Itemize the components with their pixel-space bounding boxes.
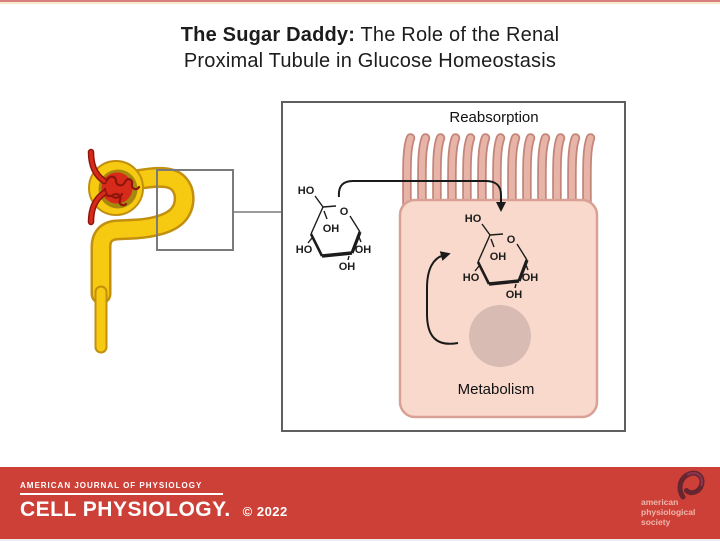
chem-label-ho: HO bbox=[296, 244, 313, 256]
aps-logo-icon bbox=[677, 470, 705, 500]
nephron-illustration bbox=[87, 148, 290, 354]
chem-label-o: O bbox=[340, 206, 349, 218]
inset-panel: Reabsorption bbox=[281, 101, 626, 432]
journal-series-label: AMERICAN JOURNAL OF PHYSIOLOGY bbox=[20, 481, 203, 490]
copyright-label: © 2022 bbox=[242, 504, 288, 519]
chem-label-ho: HO bbox=[298, 185, 315, 197]
reabsorption-arrow bbox=[337, 180, 506, 212]
metabolism-label: Metabolism bbox=[458, 381, 535, 398]
journal-title: CELL PHYSIOLOGY. bbox=[20, 498, 231, 521]
proximal-tubule bbox=[90, 166, 195, 354]
aps-society-line3: society bbox=[641, 517, 671, 527]
title-bold: The Sugar Daddy: bbox=[180, 24, 356, 46]
title-line2: Proximal Tubule in Glucose Homeostasis bbox=[183, 50, 557, 72]
chem-label-oh: OH bbox=[355, 244, 372, 256]
zoom-selection-box bbox=[156, 169, 234, 251]
banner-rule bbox=[20, 493, 223, 495]
title-regular: The Role of the Renal bbox=[355, 24, 560, 46]
nucleus bbox=[469, 305, 531, 367]
arterioles bbox=[87, 148, 108, 226]
title-line1: The Sugar Daddy: The Role of the Renal bbox=[10, 22, 720, 48]
bottom-edge-strip bbox=[0, 539, 720, 541]
reabsorption-label: Reabsorption bbox=[449, 109, 538, 126]
journal-banner: AMERICAN JOURNAL OF PHYSIOLOGY CELL PHYS… bbox=[0, 467, 720, 539]
figure-title: The Sugar Daddy: The Role of the Renal P… bbox=[10, 22, 720, 74]
glucose-molecule-filtrate: HO O OH HO OH OH bbox=[296, 185, 372, 273]
aps-society-name: american physiological society bbox=[641, 497, 695, 527]
metabolism-arrow bbox=[426, 251, 459, 345]
aps-society-line1: american bbox=[641, 497, 679, 507]
top-edge-strip-red bbox=[0, 0, 720, 2]
glomerulus bbox=[101, 172, 141, 207]
top-edge-strip-yellow bbox=[0, 2, 720, 4]
chem-label-oh: OH bbox=[339, 261, 356, 273]
aps-society-line2: physiological bbox=[641, 507, 696, 517]
journal-title-row: CELL PHYSIOLOGY. © 2022 bbox=[20, 498, 288, 522]
chem-label-oh: OH bbox=[323, 223, 340, 235]
